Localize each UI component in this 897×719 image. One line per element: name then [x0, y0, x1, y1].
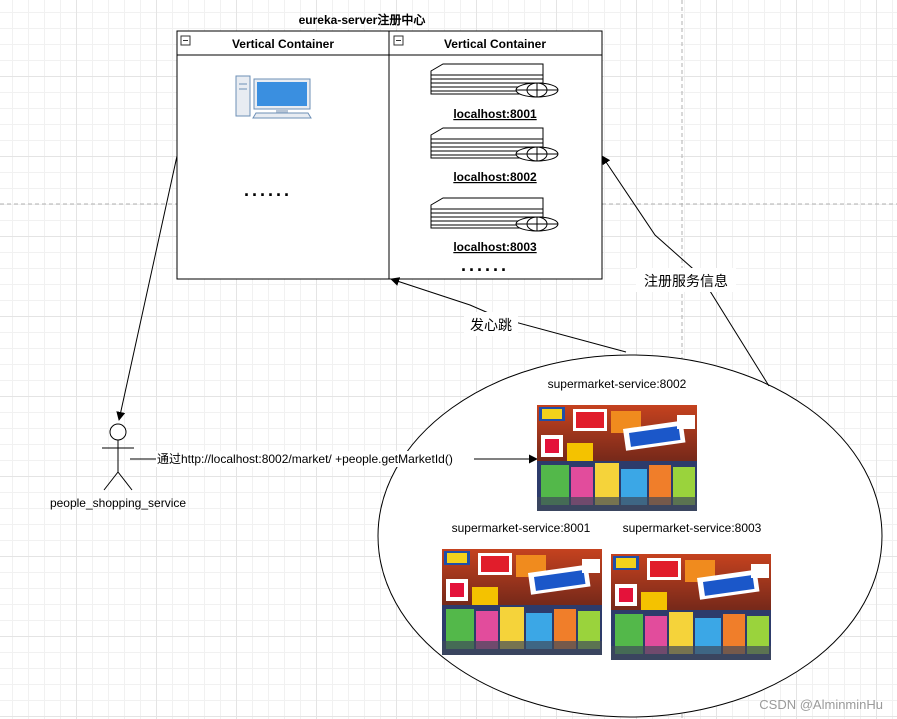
service-label-8003: supermarket-service:8003	[623, 521, 762, 535]
service-label-8001: supermarket-service:8001	[452, 521, 591, 535]
discovery-edge[interactable]	[116, 155, 178, 421]
register-label: 注册服务信息	[644, 273, 728, 289]
server-label-8002[interactable]: localhost:8002	[453, 170, 537, 184]
service-label-8002: supermarket-service:8002	[548, 377, 687, 391]
right-container-ellipsis: ......	[461, 255, 509, 275]
right-container-label: Vertical Container	[444, 37, 546, 51]
register-edge[interactable]	[601, 155, 770, 387]
supermarket-image-8002	[537, 405, 697, 511]
registry-title: eureka-server注册中心	[299, 12, 426, 27]
server-label-8001[interactable]: localhost:8001	[453, 107, 537, 121]
server-label-8003[interactable]: localhost:8003	[453, 240, 537, 254]
actor-stick-figure[interactable]	[102, 423, 134, 491]
watermark: CSDN @AlminminHu	[759, 697, 883, 712]
actor-label: people_shopping_service	[50, 496, 186, 510]
server-icon	[430, 197, 559, 232]
left-container-ellipsis: ......	[244, 180, 292, 200]
supermarket-image-8001	[442, 549, 602, 655]
right-vertical-container[interactable]: Vertical Container localhost:8001 localh…	[388, 30, 603, 280]
server-icon	[430, 63, 559, 98]
left-vertical-container[interactable]: Vertical Container ......	[176, 30, 390, 280]
server-icon	[430, 127, 559, 162]
supermarket-image-8003	[611, 554, 771, 660]
heartbeat-edge[interactable]	[390, 277, 627, 353]
left-container-label: Vertical Container	[232, 37, 334, 51]
heartbeat-label: 发心跳	[470, 317, 512, 333]
call-label: 通过http://localhost:8002/market/ +people.…	[157, 452, 453, 466]
